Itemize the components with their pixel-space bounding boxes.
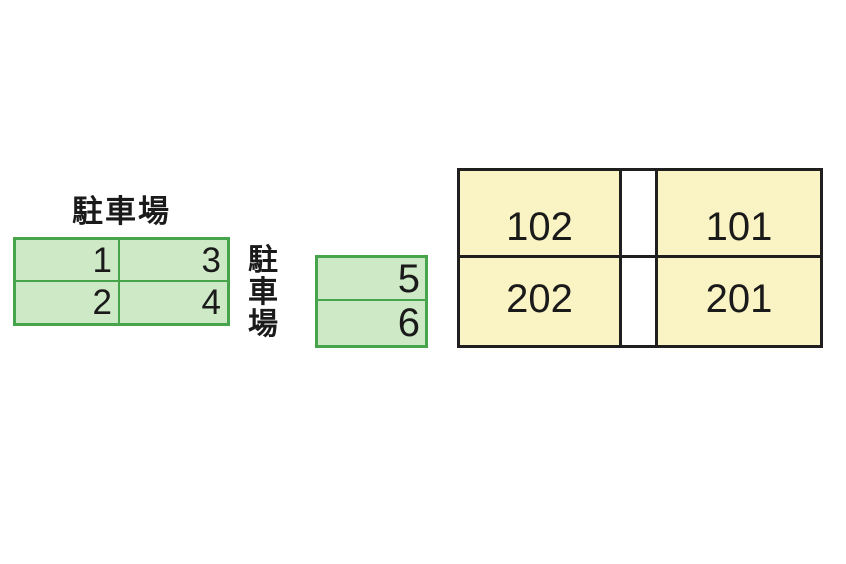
unit-101: 101	[658, 171, 820, 258]
building-units-table: 102 101 202 201	[457, 168, 823, 348]
parking-space-3: 3	[120, 240, 227, 282]
parking-label-char-2: 車	[248, 276, 278, 309]
building-gap-bottom	[622, 258, 658, 345]
parking-area-b-table: 5 6	[315, 255, 428, 348]
parking-space-5: 5	[318, 258, 425, 301]
parking-area-b-label: 駐 車 場	[244, 245, 282, 341]
parking-space-6: 6	[397, 301, 420, 345]
parking-label-char-3: 場	[248, 308, 278, 341]
building-gap-top	[622, 171, 658, 258]
unit-202: 202	[460, 258, 622, 345]
parking-space-1: 1	[16, 240, 120, 282]
parking-area-a-title: 駐車場	[72, 194, 171, 229]
parking-space-4: 4	[201, 283, 221, 322]
parking-area-a-table: 1 3 2 4	[13, 237, 230, 326]
parking-space-2: 2	[16, 282, 120, 323]
parking-label-char-1: 駐	[248, 244, 278, 277]
unit-102: 102	[460, 171, 622, 258]
unit-201: 201	[658, 258, 820, 345]
